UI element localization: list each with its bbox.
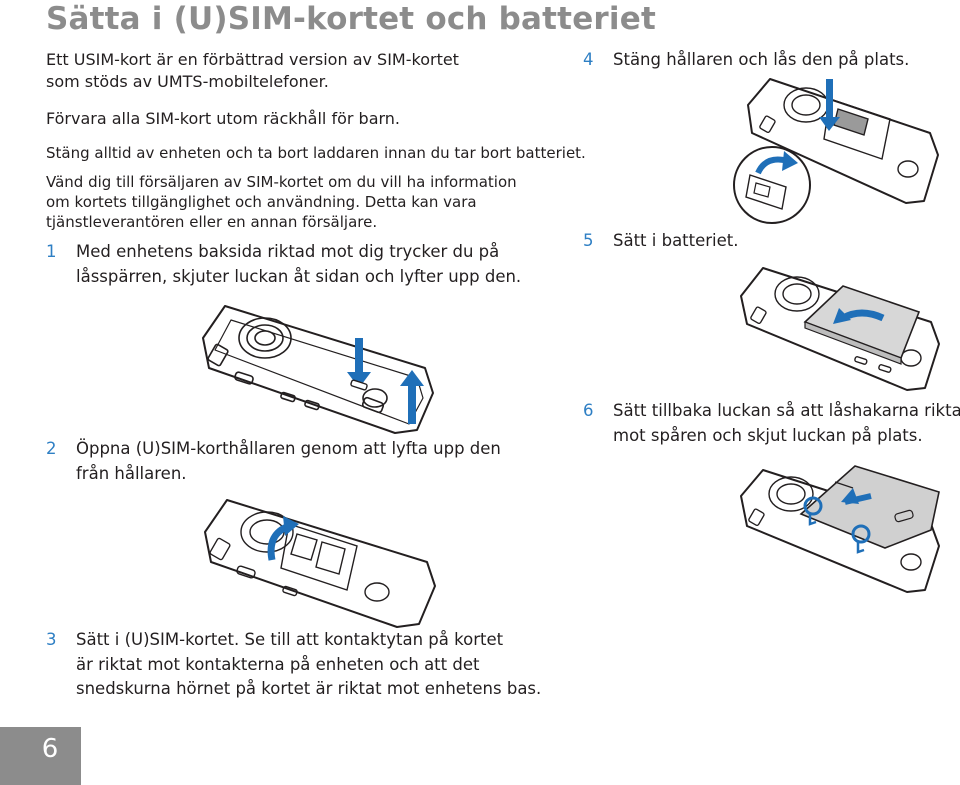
intro-usim-line-2: som stöds av UMTS-mobiltelefoner. xyxy=(46,72,329,91)
back-cover-icon xyxy=(799,465,940,549)
rotate-arrow-icon xyxy=(267,516,299,561)
step-number: 6 xyxy=(583,401,594,420)
step-text-line: från hållaren. xyxy=(76,463,187,483)
phone-open-icon xyxy=(733,78,939,224)
step-text-line: snedskurna hörnet på kortet är riktat mo… xyxy=(76,679,542,698)
figure-step-1 xyxy=(195,298,445,440)
step-number: 3 xyxy=(46,630,57,649)
step-text-line: mot spåren och skjut luckan på plats. xyxy=(613,425,923,445)
battery-icon xyxy=(803,285,921,365)
figure-step-6 xyxy=(735,462,945,597)
release-arrow-icon xyxy=(347,338,371,391)
step-3: 3 Sätt i (U)SIM-kortet. Se till att kont… xyxy=(46,628,541,702)
step-4: 4 Stäng hållaren och lås den på plats. xyxy=(583,48,909,73)
push-arrow-icon xyxy=(819,79,840,131)
intro-contact-line-1: Vänd dig till försäljaren av SIM-kortet … xyxy=(46,173,517,191)
lift-arrow-icon xyxy=(400,370,424,424)
intro-contact-line-2: om kortets tillgänglighet och användning… xyxy=(46,193,477,211)
step-text-line: Öppna (U)SIM-korthållaren genom att lyft… xyxy=(76,439,501,458)
step-6: 6 Sätt tillbaka luckan så att låshakarna… xyxy=(583,399,960,448)
step-number: 2 xyxy=(46,439,57,458)
latch-marker-icon xyxy=(803,496,871,554)
intro-contact-line-3: tjänstleverantören eller en annan försäl… xyxy=(46,213,378,231)
step-number: 4 xyxy=(583,50,594,69)
figure-step-2 xyxy=(197,494,447,632)
phone-open-icon xyxy=(740,267,940,391)
step-text-line: Sätt i batteriet. xyxy=(613,231,739,250)
page-number-tab xyxy=(0,727,81,785)
step-text-line: är riktat mot kontakterna på enheten och… xyxy=(76,654,480,674)
step-text-line: Stäng hållaren och lås den på plats. xyxy=(613,50,910,69)
figure-step-5 xyxy=(735,262,945,397)
phone-back-icon xyxy=(202,305,434,434)
step-number: 1 xyxy=(46,242,57,261)
insert-arrow-icon xyxy=(833,308,885,324)
step-text-line: låsspärren, skjuter luckan åt sidan och … xyxy=(76,266,522,286)
page-number: 6 xyxy=(41,734,59,764)
intro-usim-line-1: Ett USIM-kort är en förbättrad version a… xyxy=(46,50,459,69)
figure-step-4 xyxy=(730,75,945,235)
intro-power-off: Stäng alltid av enheten och ta bort ladd… xyxy=(46,144,586,162)
intro-children-warning: Förvara alla SIM-kort utom räckhåll för … xyxy=(46,109,401,128)
step-text-line: Sätt i (U)SIM-kortet. Se till att kontak… xyxy=(76,630,504,649)
step-2: 2 Öppna (U)SIM-korthållaren genom att ly… xyxy=(46,437,501,486)
phone-open-icon xyxy=(740,465,940,593)
step-text-line: Med enhetens baksida riktad mot dig tryc… xyxy=(76,242,500,261)
step-text-line: Sätt tillbaka luckan så att låshakarna r… xyxy=(613,401,960,420)
phone-open-icon xyxy=(204,499,436,628)
step-1: 1 Med enhetens baksida riktad mot dig tr… xyxy=(46,240,521,289)
step-5: 5 Sätt i batteriet. xyxy=(583,229,739,254)
step-number: 5 xyxy=(583,231,594,250)
close-holder-icon xyxy=(733,146,811,224)
page-title: Sätta i (U)SIM-kortet och batteriet xyxy=(46,1,656,37)
